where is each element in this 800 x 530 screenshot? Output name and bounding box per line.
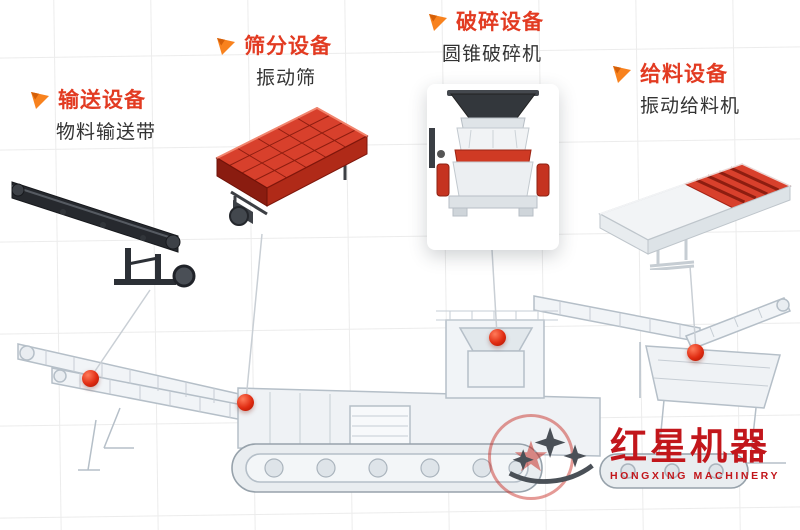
fold-flag-icon	[31, 92, 49, 109]
callout-subtitle: 物料输送带	[56, 122, 157, 143]
callout-title: 给料设备	[640, 63, 728, 86]
brand-logo: 红星机器 HONGXING MACHINERY	[504, 420, 780, 490]
marker-feeder-position	[687, 344, 704, 361]
callout-subtitle: 振动筛	[256, 68, 317, 89]
callout-crushing: 破碎设备 圆锥破碎机	[426, 6, 544, 66]
conveyor-belt-image	[11, 181, 196, 288]
callout-title: 输送设备	[58, 89, 146, 112]
vibrating-feeder-image	[598, 163, 792, 270]
callout-title: 筛分设备	[244, 35, 332, 58]
callout-subtitle: 圆锥破碎机	[442, 44, 543, 65]
mobile-crusher-illustration	[17, 295, 792, 493]
callout-feeding: 给料设备 振动给料机	[610, 58, 740, 118]
fold-flag-icon	[217, 38, 235, 55]
marker-conveyor-position	[82, 370, 99, 387]
callout-subtitle: 振动给料机	[640, 96, 741, 117]
callout-title: 破碎设备	[456, 11, 544, 34]
marker-crusher-position	[489, 329, 506, 346]
callout-screening: 筛分设备 振动筛	[214, 30, 332, 90]
cone-crusher-image	[429, 90, 550, 217]
generator-box	[349, 405, 411, 449]
vibrating-screen-image	[215, 107, 369, 226]
callout-conveying: 输送设备 物料输送带	[28, 84, 156, 144]
brand-name-en: HONGXING MACHINERY	[610, 469, 781, 482]
brand-name: 红星机器	[610, 426, 770, 468]
star-emblem-icon	[508, 427, 594, 484]
fold-flag-icon	[429, 14, 447, 31]
marker-screen-position	[237, 394, 254, 411]
cone-crusher-card	[427, 84, 559, 250]
fold-flag-icon	[613, 66, 631, 83]
